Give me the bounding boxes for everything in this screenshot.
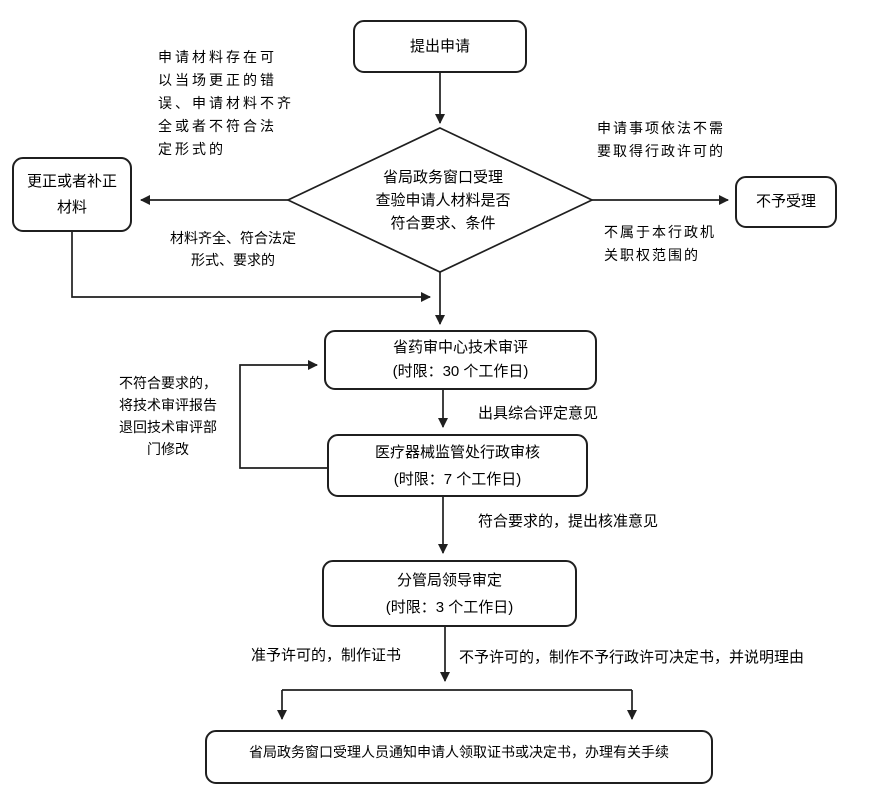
edge-label-eval-opinion: 出具综合评定意见 [478, 405, 599, 422]
decision-node-label: 省局政务窗口受理 查验申请人材料是否 符合要求、条件 [375, 169, 511, 232]
edge-label-approve-opinion: 符合要求的，提出核准意见 [478, 513, 659, 530]
edge-label-materials-ok: 材料齐全、符合法定 形式、要求的 [170, 230, 296, 268]
edge-label-grant-certificate: 准予许可的，制作证书 [251, 647, 402, 664]
tech-review-node: 省药审中心技术审评 (时限：30 个工作日) [324, 330, 597, 390]
start-node: 提出申请 [353, 20, 527, 73]
correction-node: 更正或者补正 材料 [12, 157, 132, 232]
edge-label-return-for-revision: 不符合要求的， 将技术审评报告 退回技术审评部 门修改 [119, 375, 217, 457]
edge-label-not-jurisdiction: 不属于本行政机 关职权范围的 [604, 224, 716, 263]
notify-node: 省局政务窗口受理人员通知申请人领取证书或决定书，办理有关手续 [205, 730, 713, 784]
edge-label-correctable-error: 申请材料存在可 以当场更正的错 误、申请材料不齐 全或者不符合法 定形式的 [158, 49, 294, 157]
reject-node: 不予受理 [735, 176, 837, 228]
edge-label-no-permit-needed: 申请事项依法不需 要取得行政许可的 [597, 120, 725, 159]
edge-label-deny-certificate: 不予许可的，制作不予行政许可决定书，并说明理由 [459, 649, 805, 666]
admin-review-node: 医疗器械监管处行政审核 (时限：7 个工作日) [327, 434, 588, 497]
leader-approval-node: 分管局领导审定 (时限：3 个工作日) [322, 560, 577, 627]
